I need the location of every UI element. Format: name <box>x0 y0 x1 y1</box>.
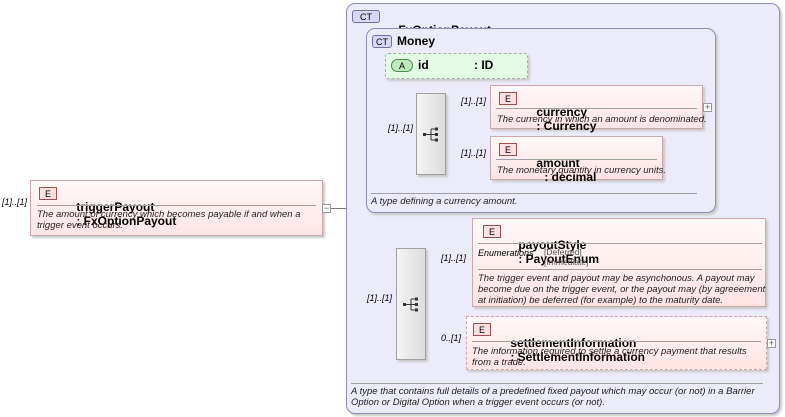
payout-sequence-compositor[interactable] <box>396 248 426 360</box>
divider <box>496 108 697 109</box>
payout-style-type-text: : PayoutEnum <box>518 252 600 266</box>
amount-multiplicity: [1]..[1] <box>461 148 487 158</box>
element-badge: E <box>483 225 501 238</box>
settlement-information-name: settlementInformation : SettlementInform… <box>497 322 645 378</box>
divider <box>496 159 657 160</box>
currency-element[interactable]: E currency : Currency The currency in wh… <box>490 85 707 133</box>
element-name: triggerPayout : FxOptionPayout <box>63 186 176 242</box>
amount-element[interactable]: E amount : decimal The monetary quantity… <box>490 136 666 184</box>
trigger-payout-element[interactable]: E triggerPayout : FxOptionPayout The amo… <box>30 180 323 236</box>
divider <box>351 383 763 384</box>
element-badge: E <box>473 323 491 336</box>
amount-documentation: The monetary quantity in currency units. <box>497 165 666 176</box>
complex-type-extension-badge: CT <box>352 10 380 23</box>
element-badge: E <box>499 143 517 156</box>
collapse-icon[interactable]: − <box>322 203 331 213</box>
money-sequence-compositor[interactable] <box>416 93 446 175</box>
sequence-icon <box>423 127 438 142</box>
enum-value-deferred: [Deferred] <box>544 247 582 257</box>
attribute-name: id <box>418 58 429 72</box>
complex-type-badge: CT <box>372 35 392 48</box>
settlement-information-multiplicity: 0..[1] <box>441 333 462 343</box>
currency-documentation: The currency in which an amount is denom… <box>497 114 707 125</box>
payout-style-element[interactable]: E payoutStyle : PayoutEnum Enumerations … <box>472 218 766 307</box>
divider <box>371 193 697 194</box>
money-type-documentation: A type defining a currency amount. <box>371 196 518 207</box>
complex-type-documentation: A type that contains full details of a p… <box>351 386 755 408</box>
attribute-badge: A <box>391 59 413 72</box>
payout-style-name-text: payoutStyle <box>518 238 587 252</box>
payout-sequence-multiplicity: [1]..[1] <box>367 293 393 303</box>
payout-style-multiplicity: [1]..[1] <box>441 253 467 263</box>
money-type-name: Money <box>397 34 436 48</box>
expand-icon[interactable]: + <box>703 102 712 112</box>
enum-value-immediate: [Immediate] <box>544 257 589 267</box>
currency-name: currency : Currency <box>523 91 596 147</box>
settlement-information-name-text: settlementInformation <box>510 336 637 350</box>
divider <box>37 205 316 206</box>
element-documentation: The amount of currency which becomes pay… <box>37 209 301 231</box>
element-name-text: triggerPayout <box>76 200 155 214</box>
payout-style-name: payoutStyle : PayoutEnum <box>505 224 599 280</box>
currency-multiplicity: [1]..[1] <box>461 96 487 106</box>
element-type-text: : FxOptionPayout <box>76 214 177 228</box>
settlement-information-documentation: The information required to settle a cur… <box>472 346 747 368</box>
element-badge: E <box>499 92 517 105</box>
divider <box>472 341 761 342</box>
root-multiplicity: [1]..[1] <box>2 197 28 207</box>
payout-style-documentation: The trigger event and payout may be asyn… <box>478 273 766 306</box>
divider <box>478 243 762 244</box>
divider <box>478 269 762 270</box>
element-badge: E <box>39 187 57 200</box>
attribute-id[interactable]: A id : ID <box>385 53 528 79</box>
connector-root-expand <box>330 208 357 209</box>
amount-type-text: : decimal <box>544 170 597 184</box>
money-sequence-multiplicity: [1]..[1] <box>388 123 414 133</box>
settlement-information-type-text: : SettlementInformation <box>510 350 646 364</box>
currency-type-text: : Currency <box>536 119 597 133</box>
enumerations-label: Enumerations <box>478 248 534 258</box>
attribute-type: : ID <box>474 58 494 72</box>
sequence-icon <box>403 297 418 312</box>
expand-icon[interactable]: + <box>767 338 776 348</box>
settlement-information-element[interactable]: E settlementInformation : SettlementInfo… <box>466 316 767 370</box>
